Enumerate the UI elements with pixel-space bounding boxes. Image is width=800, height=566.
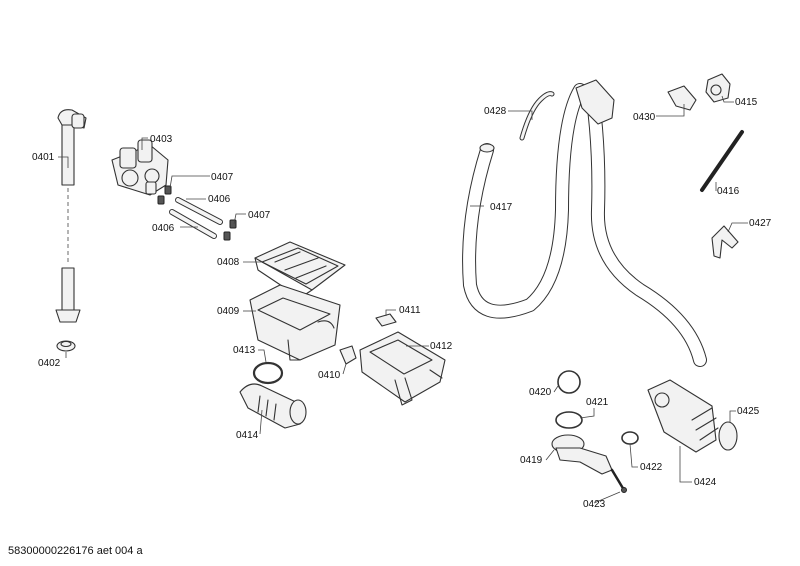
label-0402[interactable]: 0402: [38, 358, 61, 369]
hose-washer-0402[interactable]: [56, 340, 76, 352]
label-0406-upper[interactable]: 0406: [208, 194, 231, 205]
cap-0420[interactable]: [557, 370, 581, 394]
pump-filter-0425[interactable]: [718, 421, 738, 451]
bracket-0430[interactable]: [667, 85, 697, 111]
label-0419[interactable]: 0419: [520, 455, 543, 466]
label-0410[interactable]: 0410: [318, 370, 341, 381]
clamp-0422[interactable]: [621, 431, 639, 445]
label-0401[interactable]: 0401: [32, 152, 55, 163]
dispenser-drawer-0412[interactable]: [359, 331, 446, 406]
hose-0417-bellow[interactable]: [575, 79, 707, 367]
label-0423[interactable]: 0423: [583, 499, 606, 510]
dispenser-top-0408[interactable]: [254, 241, 346, 299]
hose-0428[interactable]: [519, 91, 555, 141]
label-0428[interactable]: 0428: [484, 106, 507, 117]
screw-0423[interactable]: [610, 468, 627, 493]
drain-pump-0424[interactable]: [647, 379, 719, 453]
rod-0416[interactable]: [700, 130, 744, 192]
label-0427[interactable]: 0427: [749, 218, 772, 229]
label-0416[interactable]: 0416: [717, 186, 740, 197]
label-0409[interactable]: 0409: [217, 306, 240, 317]
dispenser-housing-0409[interactable]: [249, 284, 341, 361]
hook-0427[interactable]: [711, 225, 739, 259]
label-0414[interactable]: 0414: [236, 430, 259, 441]
tube-0406-upper[interactable]: [175, 197, 223, 225]
bellows-hose-0414[interactable]: [239, 383, 307, 429]
label-0411[interactable]: 0411: [399, 305, 421, 316]
label-0403[interactable]: 0403: [150, 134, 173, 145]
label-0407-lower[interactable]: 0407: [248, 210, 271, 221]
label-0424[interactable]: 0424: [694, 477, 717, 488]
label-0413[interactable]: 0413: [233, 345, 256, 356]
seal-ring-0413[interactable]: [252, 361, 284, 385]
pressure-switch-0415[interactable]: [705, 73, 731, 103]
inlet-hose-0401[interactable]: [55, 109, 87, 323]
label-0425[interactable]: 0425: [737, 406, 760, 417]
label-0415[interactable]: 0415: [735, 97, 758, 108]
siphon-cap-0410[interactable]: [339, 345, 357, 365]
label-0430[interactable]: 0430: [633, 112, 656, 123]
clamp-0421[interactable]: [555, 411, 583, 429]
slider-0411[interactable]: [375, 313, 397, 327]
label-0407-upper[interactable]: 0407: [211, 172, 234, 183]
inlet-valve-0403[interactable]: [111, 139, 169, 196]
label-0421[interactable]: 0421: [586, 397, 609, 408]
document-id: 58300000226176 aet 004 a: [8, 545, 143, 557]
label-0406-lower[interactable]: 0406: [152, 223, 175, 234]
part-labels: 0401 0402 0403 0407 0406 0407 0406 0408 …: [32, 97, 772, 510]
label-0420[interactable]: 0420: [529, 387, 552, 398]
label-0408[interactable]: 0408: [217, 257, 240, 268]
leader-lines: [58, 95, 748, 504]
clamp-0407-upper[interactable]: [157, 185, 172, 205]
label-0412[interactable]: 0412: [430, 341, 453, 352]
sump-0419[interactable]: [551, 434, 613, 475]
hose-0417[interactable]: [462, 83, 587, 319]
label-0422[interactable]: 0422: [640, 462, 663, 473]
label-0417[interactable]: 0417: [490, 202, 513, 213]
tube-0406-lower[interactable]: [169, 209, 217, 239]
